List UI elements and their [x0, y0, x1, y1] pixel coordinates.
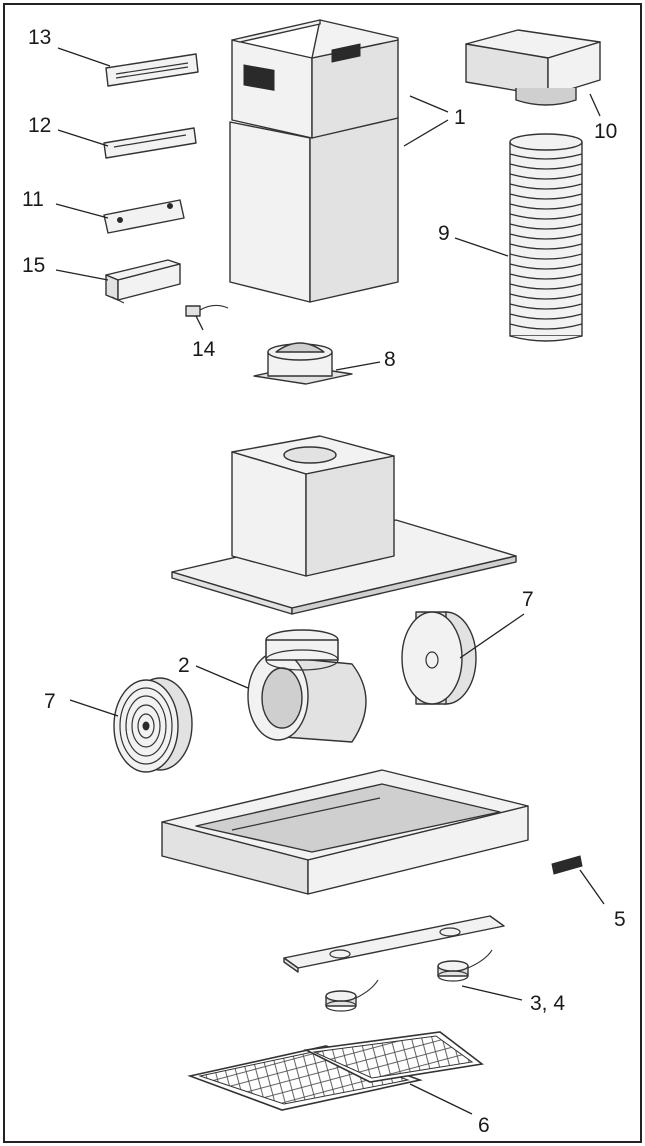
callout-7-left: 7: [44, 690, 56, 713]
leader-lines: [55, 47, 605, 1115]
callout-6: 6: [478, 1114, 490, 1137]
bracket-13: [105, 53, 199, 87]
callout-12: 12: [28, 114, 51, 137]
damper: [253, 342, 353, 385]
control-panel: [551, 855, 583, 875]
charcoal-filter-left: [113, 677, 193, 773]
callout-13: 13: [28, 26, 51, 49]
light-plate: [283, 915, 505, 973]
transformer: [185, 304, 229, 317]
callout-labels: 13 12 11 15 14 1 10 9 8 7 2 7 5 3, 4 6: [22, 26, 626, 1137]
callout-9: 9: [438, 222, 450, 245]
junction-box: [105, 259, 181, 304]
hood-body: [171, 435, 517, 615]
transition: [465, 29, 601, 106]
callout-10: 10: [594, 120, 617, 143]
chimney: [229, 19, 399, 303]
blower: [247, 629, 367, 743]
callout-11: 11: [22, 188, 44, 211]
callout-15: 15: [22, 254, 45, 277]
callout-3-4: 3, 4: [530, 992, 565, 1015]
callout-7-right: 7: [522, 588, 534, 611]
flex-duct: [509, 133, 583, 342]
halogen-lights: [325, 949, 493, 1012]
bracket-11: [103, 199, 185, 234]
callout-5: 5: [614, 908, 626, 931]
diagram-frame: [3, 3, 642, 1143]
callout-2: 2: [178, 654, 190, 677]
hood-frame: [161, 769, 529, 895]
callout-14: 14: [192, 338, 216, 361]
callout-8: 8: [384, 348, 396, 371]
bracket-12: [103, 127, 197, 159]
charcoal-filter-right: [401, 611, 477, 705]
grease-filters: [187, 1031, 484, 1111]
callout-1: 1: [454, 106, 466, 129]
